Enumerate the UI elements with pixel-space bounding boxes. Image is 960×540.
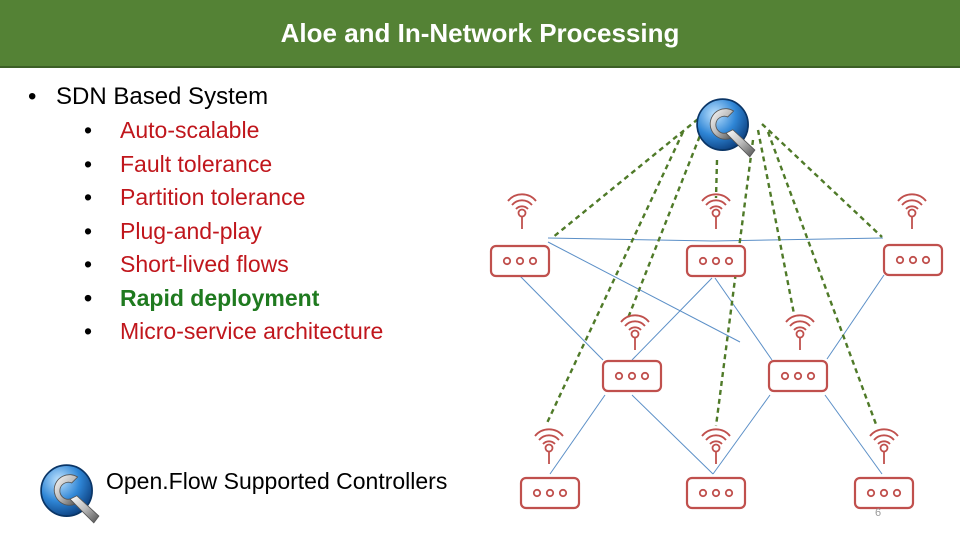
data-links — [519, 237, 885, 475]
sub-bullet: Partition tolerance — [84, 181, 383, 215]
sub-bullet-list: Auto-scalable Fault tolerance Partition … — [56, 114, 383, 349]
page-number: 6 — [875, 507, 882, 519]
sdn-network-diagram — [489, 98, 944, 510]
controller-node — [696, 98, 756, 158]
sub-bullet: Fault tolerance — [84, 148, 383, 182]
switch-node — [489, 193, 551, 278]
openflow-controller-icon — [40, 464, 100, 524]
main-bullet-text: SDN Based System — [56, 83, 269, 110]
switch-node — [767, 314, 829, 393]
sub-bullet: Plug-and-play — [84, 215, 383, 249]
switch-node — [519, 428, 581, 510]
sub-bullet: Rapid deployment — [84, 282, 383, 316]
bullet-list: SDN Based System Auto-scalable Fault tol… — [28, 80, 383, 349]
legend-label: Open.Flow Supported Controllers — [106, 468, 448, 494]
slide-title: Aloe and In-Network Processing — [280, 17, 680, 48]
sub-bullet: Micro-service architecture — [84, 315, 383, 349]
sub-bullet: Short-lived flows — [84, 248, 383, 282]
sub-bullet: Auto-scalable — [84, 114, 383, 148]
switch-node — [685, 193, 747, 278]
control-links — [545, 118, 883, 428]
switch-node — [853, 428, 915, 510]
title-bar: Aloe and In-Network Processing — [0, 0, 960, 68]
switch-node — [882, 193, 944, 277]
switch-node — [601, 314, 663, 393]
main-bullet: SDN Based System Auto-scalable Fault tol… — [28, 80, 383, 349]
